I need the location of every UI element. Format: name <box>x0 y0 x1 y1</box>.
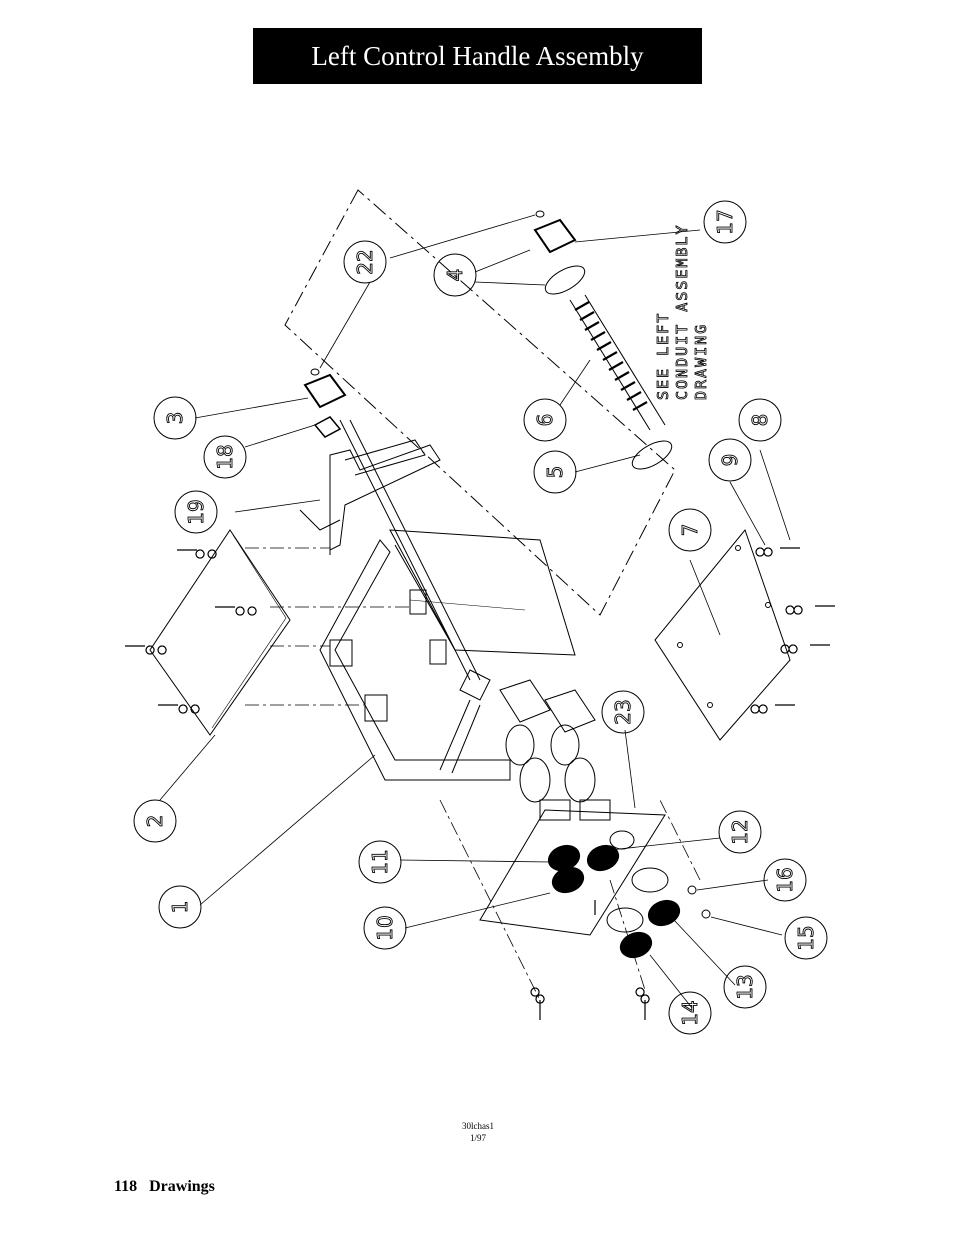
page-title-bar: Left Control Handle Assembly <box>253 28 702 84</box>
drawing-date: 1/97 <box>469 1133 486 1143</box>
callout-5: 5 <box>543 466 567 479</box>
callout-17: 17 <box>713 209 737 234</box>
button-caps <box>547 844 681 959</box>
chassis-box <box>319 539 511 781</box>
callout-7: 7 <box>678 524 702 537</box>
fasteners <box>125 547 835 1020</box>
note-line-3: DRAWING <box>692 323 710 400</box>
callout-12: 12 <box>728 819 752 844</box>
callout-19: 19 <box>184 499 208 524</box>
conduit-note: SEE LEFT CONDUIT ASSEMBLY DRAWING <box>654 223 711 401</box>
callout-15: 15 <box>794 925 818 950</box>
callout-numbers: 1 2 3 4 5 6 7 8 9 10 11 12 13 14 15 16 1… <box>143 209 819 1026</box>
section-name: Drawings <box>149 1178 215 1195</box>
callout-bubbles <box>133 200 828 1035</box>
top-plate <box>149 529 291 736</box>
callout-3: 3 <box>163 412 187 425</box>
callout-16: 16 <box>773 867 797 892</box>
callout-14: 14 <box>678 1000 702 1025</box>
callout-22: 22 <box>353 249 377 274</box>
callout-8: 8 <box>748 414 772 427</box>
note-line-2: CONDUIT ASSEMBLY <box>673 224 691 401</box>
conduit <box>569 294 666 431</box>
callout-10: 10 <box>373 915 397 940</box>
callout-4: 4 <box>443 269 467 282</box>
phantom-outline <box>284 189 676 616</box>
bracket <box>329 444 441 551</box>
page-number: 118 <box>114 1178 138 1195</box>
callout-18: 18 <box>213 444 237 469</box>
drawing-code: 30lchas1 <box>462 1121 494 1131</box>
callout-2: 2 <box>143 815 167 828</box>
mounting-panel <box>479 809 666 936</box>
callout-13: 13 <box>733 974 757 999</box>
callout-11: 11 <box>368 849 392 874</box>
bottom-plate <box>654 528 791 741</box>
page-footer: 118 Drawings <box>114 1178 215 1196</box>
callout-1: 1 <box>168 901 192 914</box>
note-line-1: SEE LEFT <box>654 312 672 400</box>
callout-6: 6 <box>533 414 557 427</box>
callout-9: 9 <box>718 454 742 467</box>
page-title: Left Control Handle Assembly <box>311 40 644 71</box>
callout-23: 23 <box>611 699 635 724</box>
